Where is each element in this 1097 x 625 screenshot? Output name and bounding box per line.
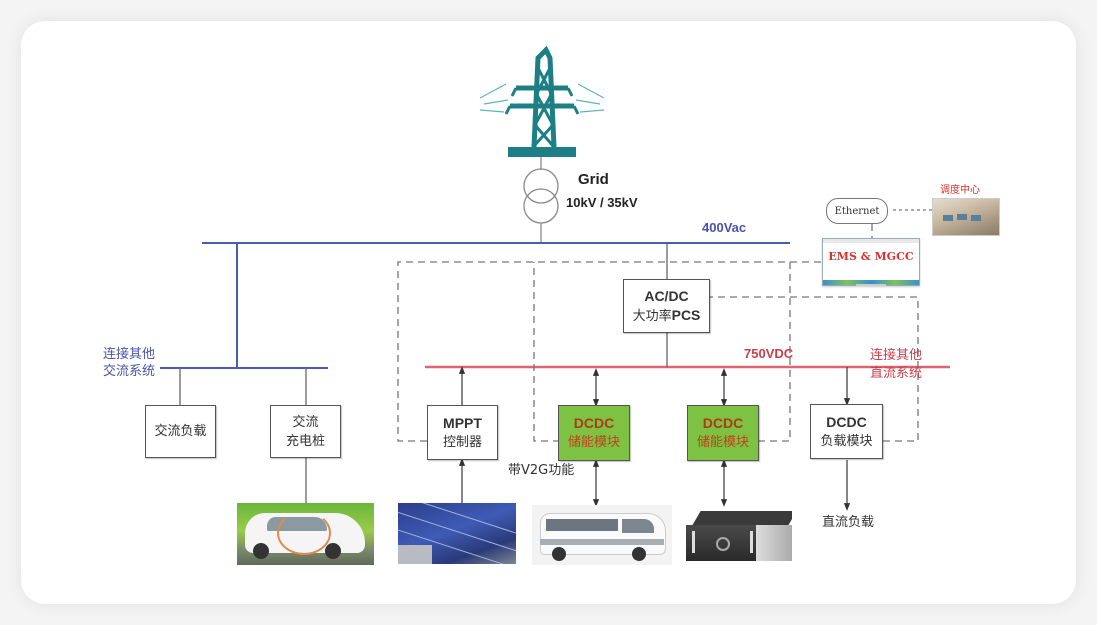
ethernet-label: Ethernet <box>834 205 880 217</box>
dispatch-center-image <box>932 198 1000 236</box>
ems-label: EMS & MGCC <box>828 250 914 263</box>
ac-other-systems-line1: 连接其他 <box>103 347 156 362</box>
dc-bus-label: 750VDC <box>744 346 794 361</box>
ems-monitor: EMS & MGCC <box>822 238 920 286</box>
dcdc-storage-box-1: DCDC 储能模块 <box>558 405 630 461</box>
v2g-annotation: 带V2G功能 <box>508 463 575 478</box>
grid-title: Grid <box>578 171 609 188</box>
mppt-label-line2: 控制器 <box>442 434 482 450</box>
dcdc-load-box: DCDC 负载模块 <box>810 404 883 459</box>
dcdc-storage-box-2: DCDC 储能模块 <box>687 405 759 461</box>
ac-load-box: 交流负载 <box>145 405 216 458</box>
battery-pack-image <box>682 509 792 565</box>
ac-bus-label: 400Vac <box>702 220 747 235</box>
monitor-stand <box>856 284 886 286</box>
dcdc-storage-1-label-line1: DCDC <box>573 415 615 431</box>
ac-charger-label-line1: 交流 <box>292 414 319 430</box>
ac-charger-label-line2: 充电桩 <box>285 433 325 449</box>
electric-car-image <box>237 503 374 565</box>
ac-other-systems-line2: 交流系统 <box>103 364 156 379</box>
electric-van-image <box>532 505 672 565</box>
pcs-label-line1: AC/DC <box>644 287 689 304</box>
pcs-label-en: PCS <box>671 306 701 323</box>
ac-charger-box: 交流 充电桩 <box>270 405 341 458</box>
dc-other-systems-line1: 连接其他 <box>870 348 923 363</box>
dcdc-storage-2-label-line2: 储能模块 <box>696 435 749 450</box>
mppt-label-line1: MPPT <box>443 414 482 431</box>
dcdc-load-label-line2: 负载模块 <box>820 433 873 449</box>
ac-load-label: 交流负载 <box>154 424 207 439</box>
solar-panel-image <box>398 503 516 564</box>
dispatch-center-label: 调度中心 <box>940 185 980 196</box>
pcs-label-cn: 大功率 <box>632 308 672 324</box>
dc-load-annotation: 直流负载 <box>822 515 875 530</box>
mppt-box: MPPT 控制器 <box>427 405 498 460</box>
transformer-icon <box>523 157 559 243</box>
transmission-tower-icon <box>479 45 605 157</box>
dc-other-systems-line2: 直流系统 <box>870 366 923 381</box>
dcdc-storage-1-label-line2: 储能模块 <box>567 435 620 450</box>
ethernet-cloud-icon: Ethernet <box>826 198 888 224</box>
dcdc-load-label-line1: DCDC <box>826 413 867 430</box>
dcdc-storage-2-label-line1: DCDC <box>702 415 744 431</box>
grid-voltage: 10kV / 35kV <box>566 195 638 210</box>
pcs-box: AC/DC 大功率PCS <box>623 279 710 333</box>
